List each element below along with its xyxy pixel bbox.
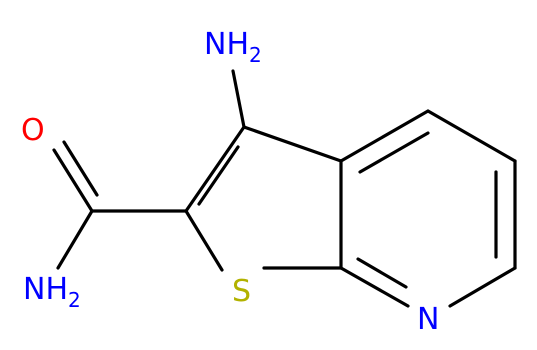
bond-carbonyl-oxygen-inner — [62, 140, 99, 197]
atom-sulfur: S — [232, 274, 251, 309]
atom-label-layer: NH2 O NH2 S N — [21, 27, 439, 337]
bond-c4-c3a — [339, 109, 430, 163]
bond-c3-amino — [231, 69, 246, 129]
bond-carbonyl-nitrogen — [56, 209, 94, 270]
bond-c3-c2-inner — [197, 145, 240, 206]
atom-amide-oxygen: O — [21, 113, 45, 148]
bond-c7a-n-inner — [356, 257, 408, 289]
bond-c7a-n — [339, 266, 410, 308]
bond-c2-sulfur — [184, 209, 224, 272]
bond-c5-c4 — [426, 109, 517, 163]
bond-c4-c3a-inner — [358, 131, 430, 174]
atom-pyridine-nitrogen: N — [417, 302, 439, 337]
bond-carbonyl-oxygen — [52, 148, 94, 213]
bond-c3a-c3 — [242, 125, 343, 163]
bond-n-c6 — [448, 266, 517, 308]
bond-layer — [52, 69, 517, 308]
atom-amino-top: NH2 — [204, 27, 262, 67]
bond-c3-c2 — [184, 125, 246, 213]
atom-amide-nitrogen: NH2 — [23, 272, 81, 312]
